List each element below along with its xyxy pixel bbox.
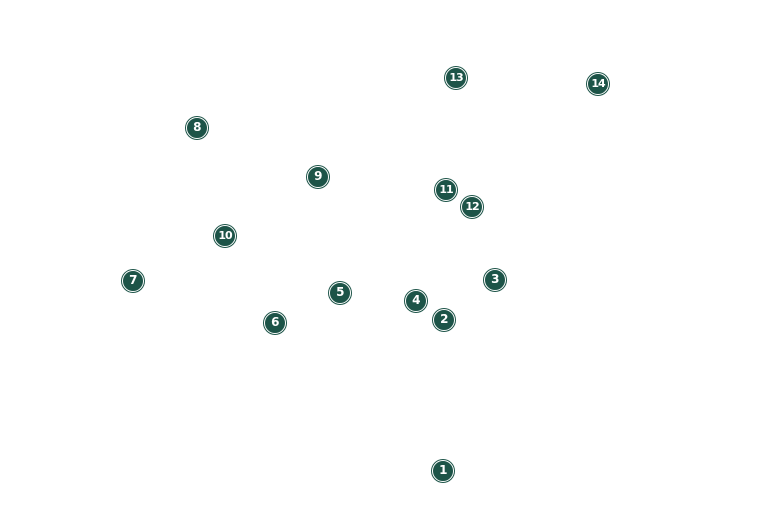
map-marker-4[interactable]: 4 — [405, 290, 427, 312]
map-marker-11[interactable]: 11 — [435, 179, 457, 201]
map-marker-12[interactable]: 12 — [461, 196, 483, 218]
map-marker-2[interactable]: 2 — [433, 309, 455, 331]
map-marker-13[interactable]: 13 — [445, 67, 467, 89]
map-marker-3[interactable]: 3 — [484, 269, 506, 291]
map-marker-8[interactable]: 8 — [186, 117, 208, 139]
map-marker-1[interactable]: 1 — [432, 460, 454, 482]
map-marker-6[interactable]: 6 — [264, 312, 286, 334]
map-marker-5[interactable]: 5 — [329, 282, 351, 304]
map-marker-7[interactable]: 7 — [122, 270, 144, 292]
map-marker-14[interactable]: 14 — [587, 73, 609, 95]
map-marker-9[interactable]: 9 — [307, 166, 329, 188]
map-marker-10[interactable]: 10 — [214, 225, 236, 247]
